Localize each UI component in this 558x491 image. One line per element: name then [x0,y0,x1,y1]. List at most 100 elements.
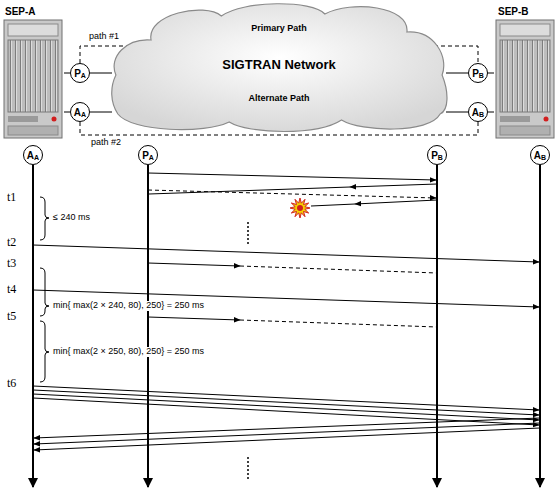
messages-part [34,428,540,450]
time-mark: t3 [6,257,17,270]
lifeline-head: PB [427,145,447,165]
sep-a-rack-part [8,126,58,135]
port-letter: A [27,150,34,161]
path-name: Alternate Path [248,94,309,104]
time-mark: t1 [6,191,17,204]
continuation-dots-part [247,234,249,236]
interval-brackets-part [40,197,49,240]
port-subscript: A [34,154,39,162]
messages-part [33,245,539,262]
link-line [90,112,112,113]
sep-b-rack-part [544,117,549,122]
time-mark: t4 [6,283,17,296]
lifeline-head: AB [530,145,550,165]
messages-part [148,317,240,320]
lifelines-part [32,165,34,487]
messages-part [33,394,539,420]
signalling-endpoint: SEP-B [494,4,556,140]
messages-part [148,173,436,180]
sep-b-rack-part [500,116,530,122]
port-subscript: B [541,154,546,162]
path-label: path #2 [90,138,122,148]
cloud-shape [112,4,447,132]
link-line [446,112,468,113]
link-line [488,73,494,74]
port-subscript: B [438,154,443,162]
interval-brackets-part [40,268,49,316]
continuation-dots [247,222,249,479]
sep-a-rack-part [8,24,58,36]
port-circle: AA [70,102,90,122]
port-letter: P [74,68,81,79]
port-letter: A [74,107,81,118]
continuation-dots-part [247,469,249,471]
time-mark: t5 [6,310,17,323]
port-circle: AB [468,102,488,122]
link-line [446,73,468,74]
port-subscript: A [149,154,154,162]
sep-a-rack-part [52,117,57,122]
port-circle: PA [70,63,90,83]
sep-a-rack-part [8,40,58,112]
messages-part [148,190,436,198]
port-subscript: B [479,111,484,119]
endpoint-name: SEP-A [5,6,36,17]
sep-a-rack [4,20,62,138]
interval-brackets-part [40,321,49,382]
endpoint-name: SEP-B [498,6,529,17]
sep-a-rack-part [4,20,62,138]
sep-b-rack-part [500,126,550,135]
sep-b-rack-part [500,24,550,36]
link-line [488,112,494,113]
port-subscript: A [81,72,86,80]
port-letter: A [472,107,479,118]
lifelines-part [539,165,541,487]
sep-b-rack-part [500,40,550,112]
port-letter: A [534,150,541,161]
port-letter: P [472,68,479,79]
continuation-dots-part [247,238,249,240]
port-subscript: A [81,111,86,119]
continuation-dots-part [247,242,249,244]
network-cloud: Primary PathSIGTRAN NetworkAlternate Pat… [112,2,446,130]
messages-part [240,266,437,273]
messages-part [240,320,437,327]
network-name: SIGTRAN Network [222,58,335,72]
continuation-dots-part [247,222,249,224]
signalling-endpoint: SEP-A [2,4,64,140]
continuation-dots-part [247,457,249,459]
messages [33,173,540,450]
continuation-dots-part [247,477,249,479]
messages-part [34,418,540,438]
path-name: Primary Path [251,24,307,34]
timer-formula: min{ max(2 × 240, 80), 250} = 250 ms [52,301,205,311]
continuation-dots-part [247,473,249,475]
lifeline-head: PA [138,145,158,165]
messages-part [34,423,540,444]
port-letter: P [142,150,149,161]
continuation-dots-part [247,465,249,467]
timer-note: ≤ 240 ms [52,213,91,223]
interval-brackets [40,197,49,382]
lifelines-part [147,165,149,487]
port-subscript: B [479,72,484,80]
messages-part [148,263,240,266]
messages-part [355,200,437,204]
lifelines-part [436,165,438,487]
port-circle: PB [468,63,488,83]
link-line [90,73,112,74]
packet-loss-burst-part [297,205,303,211]
packet-loss-burst-part [290,198,310,218]
continuation-dots-part [247,230,249,232]
timer-formula: min{ max(2 × 250, 80), 250} = 250 ms [52,347,205,357]
lifeline-head: AA [23,145,43,165]
sep-b-rack [496,20,554,138]
packet-loss-burst [290,198,310,218]
port-letter: P [431,150,438,161]
sep-b-rack-part [496,20,554,138]
time-mark: t6 [6,377,17,390]
path-label: path #1 [88,32,120,42]
continuation-dots-part [247,461,249,463]
